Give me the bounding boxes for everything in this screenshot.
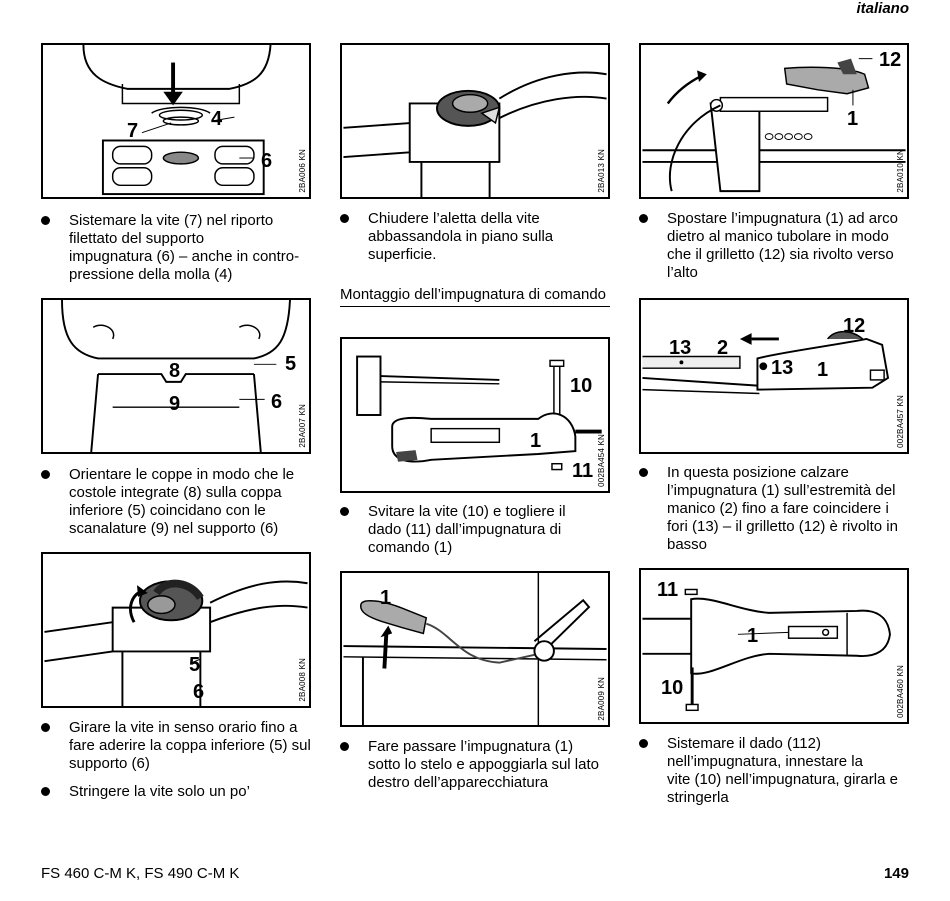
step-item: Sistemare la vite (7) nel riporto filett…: [41, 212, 316, 284]
step-text: Fare passare l’impugnatura (1) sotto lo …: [368, 738, 599, 791]
illustration-cups-alignment: [61, 300, 291, 452]
figure-insert-screw: 11 1 10 002BA460 KN: [639, 568, 909, 724]
callout-number: 5: [189, 654, 201, 676]
figure-code: 2BA010 KN: [896, 149, 905, 193]
callout-number: 1: [530, 430, 542, 452]
illustration-insert-screw: [642, 588, 891, 712]
step-text: Stringere la vite solo un po’: [69, 783, 250, 800]
step-item: Sistemare il dado (112) nell’impugnatura…: [639, 735, 914, 807]
figure-screw-support: 7 4 6 2BA006 KN: [41, 43, 311, 199]
figure-rotate-handle: 12 1 2BA010 KN: [639, 43, 909, 199]
step-item: Orientare le coppe in modo che le costol…: [41, 466, 316, 538]
callout-number: 10: [661, 677, 684, 699]
bullet-icon: [639, 468, 648, 477]
step-item: Spostare l’impugnatura (1) ad arco dietr…: [639, 210, 914, 282]
step-text: In questa posizione calzare l’impugnatur…: [667, 464, 898, 553]
figure-code: 002BA460 KN: [896, 665, 905, 718]
step-item: Stringere la vite solo un po’: [41, 783, 316, 801]
callout-number: 9: [169, 393, 181, 415]
step-text: Spostare l’impugnatura (1) ad arco dietr…: [667, 210, 898, 281]
illustration-tighten-screw: [44, 579, 308, 706]
figure-code: 002BA454 KN: [597, 434, 606, 487]
bullet-icon: [340, 214, 349, 223]
callout-number: 13: [669, 337, 692, 359]
callout-number: 4: [211, 108, 223, 130]
bullet-icon: [340, 742, 349, 751]
bullet-icon: [639, 739, 648, 748]
callout-number: 7: [127, 120, 139, 142]
figure-pass-handle: 1 2BA009 KN: [340, 571, 610, 727]
illustration-pass-handle: [343, 573, 607, 725]
illustration-fit-handle: [642, 330, 890, 395]
bullet-icon: [639, 214, 648, 223]
figure-code: 2BA013 KN: [597, 149, 606, 193]
step-item: Fare passare l’impugnatura (1) sotto lo …: [340, 738, 615, 792]
step-text: Svitare la vite (10) e togliere il dado …: [368, 503, 566, 556]
callout-number: 1: [847, 108, 859, 130]
section-title: Montaggio dell’impugnatura di comando: [340, 286, 610, 307]
bullet-icon: [41, 787, 50, 796]
footer-model: FS 460 C-M K, FS 490 C-M K: [41, 865, 240, 882]
step-text: Girare la vite in senso orario fino a fa…: [69, 719, 311, 772]
step-item: Girare la vite in senso orario fino a fa…: [41, 719, 316, 773]
page-number: 149: [883, 865, 909, 882]
callout-number: 1: [380, 587, 392, 609]
figure-code: 002BA457 KN: [896, 395, 905, 448]
figure-close-wing: 2BA013 KN: [340, 43, 610, 199]
step-text: Sistemare la vite (7) nel riporto filett…: [69, 212, 300, 283]
callout-number: 11: [572, 460, 594, 482]
bullet-icon: [41, 216, 50, 225]
callout-number: 1: [817, 359, 829, 381]
step-text: Chiudere l’aletta della vite abbassandol…: [368, 210, 554, 263]
bullet-icon: [340, 507, 349, 516]
callout-number: 13: [771, 357, 794, 379]
callout-number: 12: [879, 49, 902, 71]
figure-control-handle-parts: 10 1 11 002BA454 KN: [340, 337, 610, 493]
step-item: Chiudere l’aletta della vite abbassandol…: [340, 210, 615, 264]
figure-fit-handle: 12 13 2 13 1 002BA457 KN: [639, 298, 909, 454]
step-item: Svitare la vite (10) e togliere il dado …: [340, 503, 615, 557]
page-language: italiano: [856, 0, 909, 17]
illustration-screw-support: [82, 45, 272, 196]
callout-number: 2: [717, 337, 729, 359]
illustration-rotate-handle: [642, 58, 906, 193]
figure-code: 2BA007 KN: [298, 404, 307, 448]
bullet-icon: [41, 470, 50, 479]
figure-cups-alignment: 8 5 9 6 2BA007 KN: [41, 298, 311, 454]
step-text: Sistemare il dado (112) nell’impugnatura…: [667, 735, 898, 806]
step-item: In questa posizione calzare l’impugnatur…: [639, 464, 914, 554]
callout-number: 5: [285, 353, 297, 375]
callout-number: 6: [261, 150, 273, 172]
figure-code: 2BA006 KN: [298, 149, 307, 193]
callout-number: 8: [169, 360, 181, 382]
callout-number: 11: [657, 579, 679, 601]
callout-number: 6: [193, 681, 205, 703]
callout-number: 6: [271, 391, 283, 413]
callout-number: 12: [843, 315, 866, 337]
step-text: Orientare le coppe in modo che le costol…: [69, 466, 295, 537]
callout-number: 10: [570, 375, 593, 397]
illustration-control-handle-parts: [356, 355, 602, 471]
figure-code: 2BA008 KN: [298, 658, 307, 702]
illustration-close-wing: [343, 71, 607, 197]
bullet-icon: [41, 723, 50, 732]
figure-code: 2BA009 KN: [597, 677, 606, 721]
callout-number: 1: [747, 625, 759, 647]
figure-tighten-screw: 5 6 2BA008 KN: [41, 552, 311, 708]
